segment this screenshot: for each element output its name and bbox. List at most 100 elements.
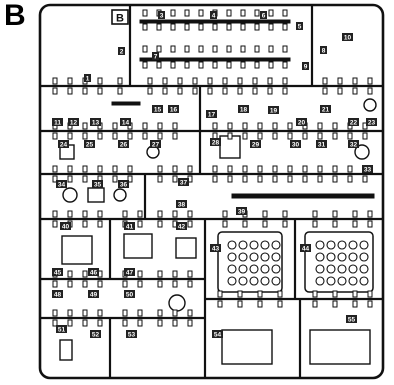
sprue-gate xyxy=(282,61,288,69)
part-number-label: 13 xyxy=(92,120,100,127)
part-label-box xyxy=(348,140,359,148)
part-number-label: 30 xyxy=(292,142,300,149)
sprue-gate xyxy=(184,9,190,17)
grid-hole xyxy=(326,240,336,250)
sprue-gate xyxy=(117,77,123,85)
part-number-label: 15 xyxy=(154,107,162,114)
part-number-label: 19 xyxy=(270,108,278,115)
sprue-gate xyxy=(142,61,148,69)
grid-holes xyxy=(227,240,369,286)
part-number-label: 14 xyxy=(122,120,130,127)
grid-hole xyxy=(238,264,248,274)
part-label-box xyxy=(206,110,217,118)
part-number-label: 2 xyxy=(120,49,124,56)
sprue-gate xyxy=(170,45,176,53)
part-label-box xyxy=(176,200,187,208)
sprue-gate xyxy=(362,132,368,140)
part-number-label: 26 xyxy=(120,142,128,149)
sprue-gate xyxy=(157,319,163,327)
grid-plate-left xyxy=(217,231,283,293)
sprue-gate xyxy=(97,210,103,218)
part-number-label: 31 xyxy=(318,142,326,149)
sprue-gate xyxy=(127,175,133,183)
part-label-box xyxy=(52,268,63,276)
grid-hole xyxy=(315,240,325,250)
part-number-label: 10 xyxy=(344,35,352,42)
sprue-gate xyxy=(156,61,162,69)
sprue-gate xyxy=(226,61,232,69)
grid-hole xyxy=(227,276,237,286)
grid-hole xyxy=(326,264,336,274)
sprue-gate xyxy=(217,300,223,308)
sprue-gate xyxy=(157,220,163,228)
sprue-gate xyxy=(257,290,263,298)
grid-hole xyxy=(348,240,358,250)
part-number-label: 28 xyxy=(212,140,220,147)
sprue-gate xyxy=(157,210,163,218)
part-engine-2 xyxy=(309,329,371,365)
part-number-label: 47 xyxy=(126,270,134,277)
part-number-label: 48 xyxy=(54,292,62,299)
part-label-box xyxy=(296,118,307,126)
part-number-label: 41 xyxy=(126,224,134,231)
part-label-box xyxy=(56,325,67,333)
part-number-label: 11 xyxy=(54,120,61,127)
sprue-gate xyxy=(332,165,338,173)
part-label-box xyxy=(178,178,189,186)
sprue-gate xyxy=(282,87,288,95)
sprue-gate xyxy=(282,9,288,17)
sprue-gate xyxy=(282,23,288,31)
part-label-box xyxy=(120,118,131,126)
part-label-box xyxy=(90,118,101,126)
sprue-gate xyxy=(172,319,178,327)
sprue-gate xyxy=(122,309,128,317)
sprue-gate xyxy=(82,280,88,288)
sprue-gate xyxy=(257,175,263,183)
sprue-gate xyxy=(242,132,248,140)
part-label-box xyxy=(60,222,71,230)
sprue-gate xyxy=(367,220,373,228)
sprue-gate xyxy=(352,77,358,85)
sprue-gate xyxy=(67,77,73,85)
sprue-gate xyxy=(282,220,288,228)
sprue-gate xyxy=(207,77,213,85)
part-label-box xyxy=(212,330,223,338)
sprue-gate xyxy=(67,132,73,140)
sprue-gate xyxy=(347,132,353,140)
sprue-gate xyxy=(222,220,228,228)
grid-hole xyxy=(271,252,281,262)
part-label-box xyxy=(236,207,247,215)
grid-hole xyxy=(337,252,347,262)
sprue-gate xyxy=(352,300,358,308)
sprue-gate xyxy=(122,280,128,288)
sprue-gate xyxy=(302,132,308,140)
part-label-box xyxy=(302,62,309,70)
part-label-box xyxy=(126,330,137,338)
sprue-gate xyxy=(287,122,293,130)
sprue-gate xyxy=(212,122,218,130)
part-label-box xyxy=(88,290,99,298)
sprue-gate xyxy=(352,210,358,218)
part-number-label: 12 xyxy=(70,120,78,127)
sprue-gate xyxy=(97,319,103,327)
sprue-gate xyxy=(82,122,88,130)
sprue-gate xyxy=(367,210,373,218)
grid-hole xyxy=(271,276,281,286)
sprue-gate xyxy=(147,77,153,85)
sprue-gate xyxy=(52,319,58,327)
sprue-gate xyxy=(227,132,233,140)
part-label-box xyxy=(316,140,327,148)
part-number-label: 36 xyxy=(120,182,128,189)
sprue-gate xyxy=(252,87,258,95)
sprue-gate xyxy=(268,9,274,17)
sprue-gate xyxy=(362,175,368,183)
sprue-gate xyxy=(242,175,248,183)
sprue-gate xyxy=(332,220,338,228)
grid-hole xyxy=(249,264,259,274)
sprue-gate xyxy=(322,77,328,85)
sprue-gate xyxy=(332,290,338,298)
sprue-gate xyxy=(282,45,288,53)
sprue-gate xyxy=(82,87,88,95)
part-label-box xyxy=(90,330,101,338)
sprue-gate xyxy=(157,165,163,173)
